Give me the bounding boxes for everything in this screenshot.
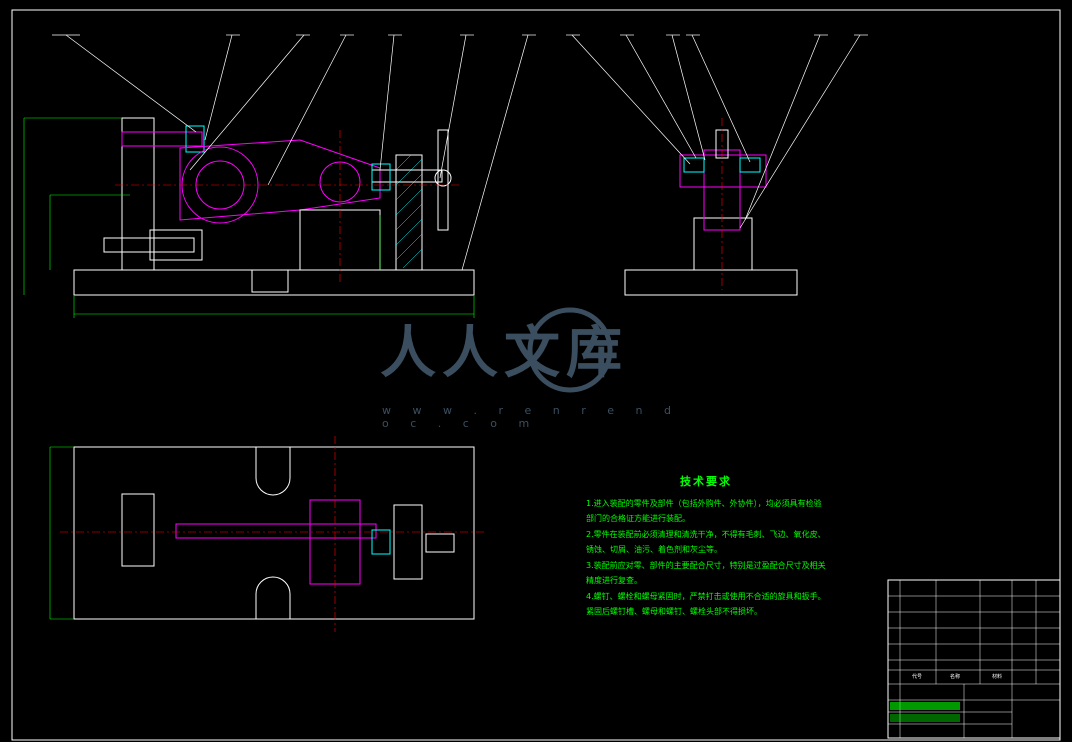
requirement-line: 锈蚀、切屑、油污、着色剂和灰尘等。 — [586, 545, 722, 554]
top-left-support — [121, 493, 155, 567]
upper-nut — [185, 125, 205, 153]
upper-screw — [121, 131, 203, 147]
clamp-arm — [179, 139, 381, 221]
requirement-line: 1.进入装配的零件及部件（包括外购件、外协件），均必须具有检验 — [586, 498, 822, 508]
pivot-inner — [195, 160, 245, 210]
requirement-line: 3.装配前应对零、部件的主要配合尺寸，特别是过盈配合尺寸及相关 — [586, 560, 826, 570]
watermark-text: 人人文库 — [380, 320, 628, 386]
requirement-line: 4.螺钉、螺栓和螺母紧固时，严禁打击或使用不合适的旋具和扳手。 — [586, 591, 826, 601]
base-plate — [73, 269, 475, 296]
side-clamp-body — [679, 154, 767, 188]
requirement-line: 紧固后螺钉槽、螺母和螺钉、螺栓头部不得损坏。 — [586, 607, 762, 616]
front-leaders — [52, 34, 536, 271]
front-view — [23, 34, 536, 318]
lead-screw — [371, 169, 443, 183]
drawing-border — [11, 9, 1061, 741]
top-slot-upper — [255, 447, 291, 496]
title-block: 代号 名称 材料 — [887, 579, 1061, 739]
right-upright — [395, 154, 423, 271]
side-nut-right — [739, 157, 761, 173]
front-dimensions — [23, 117, 475, 318]
lower-screw — [103, 237, 195, 253]
watermark: 人人文库 w w w . r e n r e n d o c . c o m — [380, 300, 680, 430]
watermark-logo-ring — [527, 307, 613, 393]
tb-header-name: 名称 — [950, 673, 960, 680]
side-nut-left — [683, 157, 705, 173]
side-view — [566, 34, 868, 296]
watermark-url: w w w . r e n r e n d o c . c o m — [382, 404, 680, 430]
side-pedestal — [693, 217, 753, 271]
handle-nut — [371, 163, 391, 191]
upright-hatch — [395, 154, 423, 269]
technical-requirements-title: 技术要求 — [680, 475, 732, 488]
side-leaders — [566, 34, 868, 229]
lower-clamp — [149, 229, 203, 261]
top-base — [73, 446, 475, 620]
top-view — [49, 436, 486, 632]
handle-hub — [434, 169, 452, 187]
side-base — [624, 269, 798, 296]
top-screw — [175, 523, 377, 539]
top-nut — [371, 529, 391, 555]
top-dimensions — [49, 446, 74, 620]
technical-requirements: 技术要求 1.进入装配的零件及部件（包括外购件、外协件），均必须具有检验 部门的… — [586, 474, 826, 620]
requirement-line: 2.零件在装配前必须清理和清洗干净，不得有毛刺、飞边、氧化皮、 — [586, 529, 826, 539]
top-slot-lower — [255, 576, 291, 619]
handle-bar — [437, 129, 449, 231]
tb-header-code: 代号 — [912, 673, 922, 680]
tb-header-material: 材料 — [992, 673, 1002, 680]
top-upright — [393, 504, 423, 580]
left-support — [121, 117, 155, 271]
top-handle — [425, 533, 455, 553]
requirement-line: 部门的合格证方能进行装配。 — [586, 514, 690, 523]
requirement-line: 精度进行复查。 — [586, 576, 642, 585]
base-boss — [251, 269, 289, 293]
